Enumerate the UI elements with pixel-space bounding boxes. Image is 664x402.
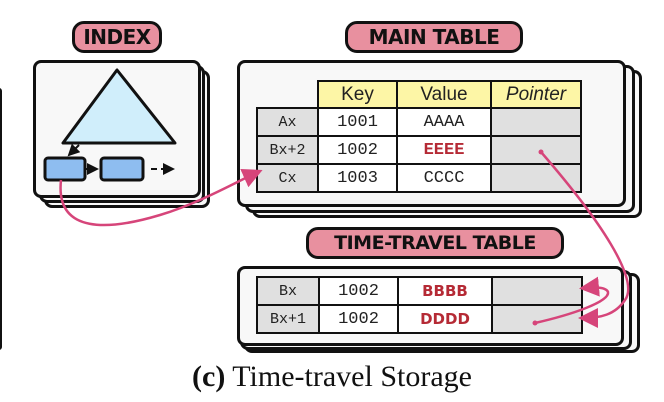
row-key: 1001 [317, 107, 398, 137]
header-pointer: Pointer [490, 80, 582, 109]
row-key: 1003 [317, 163, 398, 193]
leaf-node-2 [99, 156, 145, 182]
time-travel-table-label: TIME-TRAVEL TABLE [306, 227, 564, 259]
row-label: Bx+1 [256, 304, 320, 334]
row-pointer [491, 304, 583, 334]
main-table-header-row: Key Value Pointer [257, 80, 582, 109]
table-row: Bx+2 1002 EEEE [256, 135, 582, 165]
main-to-time-travel-arrow [540, 151, 630, 328]
table-row: Ax 1001 AAAA [256, 107, 582, 137]
row-label: Ax [256, 107, 319, 137]
row-key: 1002 [318, 276, 399, 306]
row-label: Bx+2 [256, 135, 319, 165]
figure-caption: (c) Time-travel Storage [0, 360, 664, 394]
header-value: Value [396, 80, 492, 109]
row-pointer [490, 107, 582, 137]
previous-panel-edge [0, 88, 2, 350]
row-value: AAAA [396, 107, 492, 137]
header-key: Key [317, 80, 398, 109]
row-key: 1002 [318, 304, 399, 334]
index-label: INDEX [72, 21, 162, 53]
row-label: Bx [256, 276, 320, 306]
leaf-node-1 [43, 156, 87, 182]
row-value: DDDD [397, 304, 493, 334]
row-key: 1002 [317, 135, 398, 165]
row-pointer [490, 163, 582, 193]
tree-to-leaf-arrow [67, 143, 81, 157]
index-tree-icon [61, 68, 177, 145]
row-value: CCCC [396, 163, 492, 193]
row-pointer [490, 135, 582, 165]
caption-text: Time-travel Storage [225, 360, 472, 393]
table-row: Cx 1003 CCCC [256, 163, 582, 193]
row-value: EEEE [396, 135, 492, 165]
time-travel-table: Bx 1002 BBBB Bx+1 1002 DDDD [256, 276, 583, 334]
caption-tag: (c) [192, 360, 226, 393]
time-travel-chain-arrow [534, 276, 610, 325]
table-row: Bx+1 1002 DDDD [256, 304, 583, 334]
main-table-label: MAIN TABLE [345, 21, 523, 53]
row-value: BBBB [397, 276, 493, 306]
index-to-main-arrow [59, 168, 263, 227]
main-table: Key Value Pointer Ax 1001 AAAA Bx+2 1002… [256, 80, 582, 193]
